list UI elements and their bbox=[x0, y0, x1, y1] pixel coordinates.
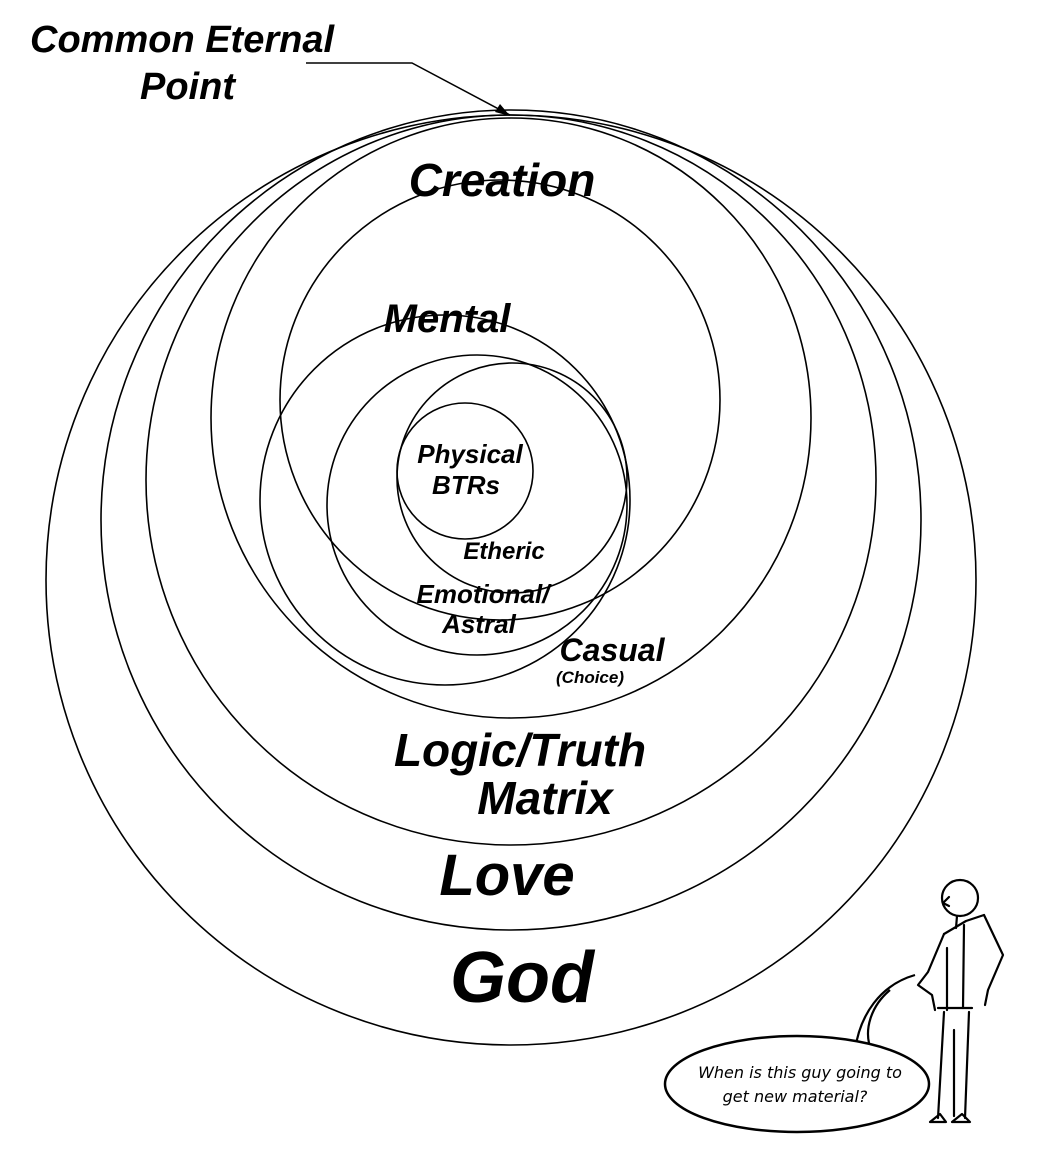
label-mental: Mental bbox=[384, 297, 512, 341]
pointer-leader-line bbox=[306, 62, 511, 116]
ring-logic-truth bbox=[145, 114, 877, 846]
label-choice: (Choice) bbox=[556, 668, 624, 687]
speech-text-line-2: get new material? bbox=[723, 1087, 868, 1106]
label-matrix: Matrix bbox=[477, 772, 615, 824]
label-casual: Casual bbox=[560, 632, 666, 668]
common-point-pointer: Common Eternal Point bbox=[30, 19, 511, 116]
speech-bubble: When is this guy going to get new materi… bbox=[663, 973, 931, 1134]
label-emotional: Emotional/ bbox=[417, 579, 553, 609]
label-god: God bbox=[450, 938, 596, 1018]
speech-bubble-outline bbox=[663, 1034, 931, 1134]
label-love: Love bbox=[439, 843, 574, 908]
ring-physical bbox=[396, 402, 534, 540]
ring-emotional bbox=[326, 354, 628, 656]
label-logic-truth: Logic/Truth bbox=[394, 724, 646, 776]
ring-mental bbox=[279, 179, 721, 621]
ring-love bbox=[100, 109, 922, 931]
pointer-arrowhead bbox=[495, 104, 510, 116]
speech-bubble-tail bbox=[853, 973, 916, 1053]
ring-casual bbox=[259, 314, 631, 686]
pointer-label-line-2: Point bbox=[140, 66, 236, 108]
label-astral: Astral bbox=[441, 609, 516, 639]
label-physical: Physical bbox=[417, 439, 523, 469]
pointer-label-line-1: Common Eternal bbox=[30, 19, 335, 61]
nested-rings bbox=[45, 109, 977, 1046]
ring-creation bbox=[210, 117, 812, 719]
label-creation: Creation bbox=[409, 154, 596, 206]
ring-labels: Creation Mental Physical BTRs Etheric Em… bbox=[384, 154, 666, 1018]
label-etheric: Etheric bbox=[463, 538, 544, 565]
label-btrs: BTRs bbox=[432, 470, 500, 500]
speech-text-line-1: When is this guy going to bbox=[698, 1063, 902, 1082]
standing-man-icon bbox=[916, 878, 1005, 1124]
